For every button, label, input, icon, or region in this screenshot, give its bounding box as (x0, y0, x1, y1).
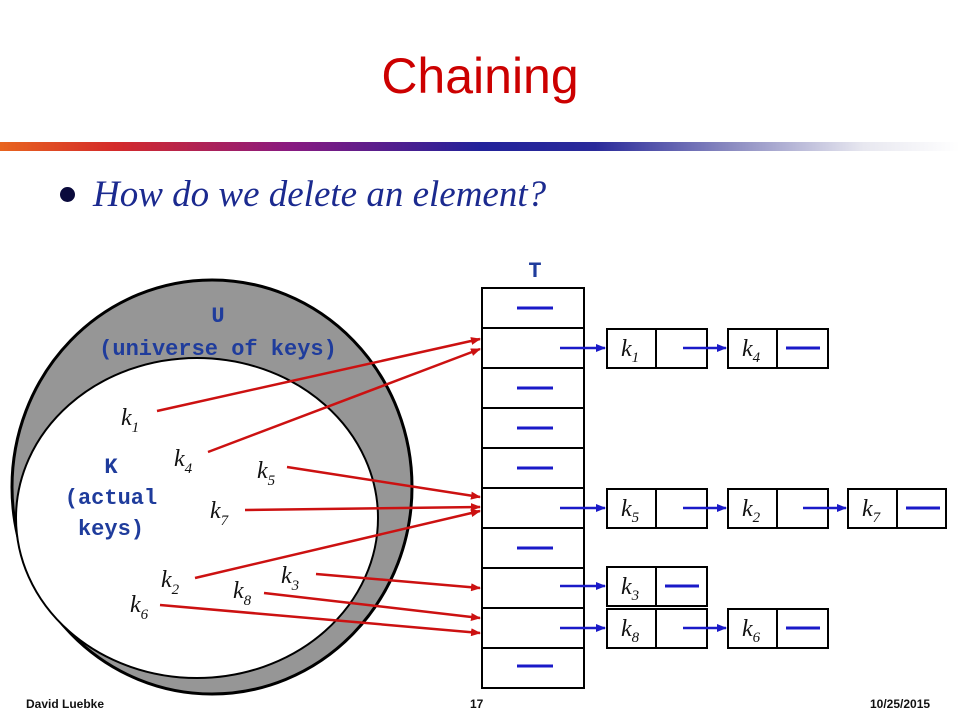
hash-arrow-k3 (315, 572, 481, 592)
actual-keys-label: K (104, 455, 118, 480)
bullet-text: How do we delete an element? (93, 173, 547, 215)
key-k3-label: k3 (281, 563, 299, 594)
table-label: T (528, 259, 541, 284)
hash-arrow-k1 (156, 337, 481, 413)
svg-text:k3: k3 (621, 574, 639, 604)
svg-text:k7: k7 (210, 498, 230, 529)
hash-arrow-k5 (286, 465, 481, 500)
title-divider (0, 142, 960, 151)
chain-key-label: k4 (742, 336, 761, 366)
hash-arrow-k2 (194, 509, 481, 580)
chain-key-label: k6 (742, 616, 761, 646)
svg-text:k5: k5 (621, 496, 640, 526)
svg-text:k8: k8 (621, 616, 640, 646)
svg-text:k2: k2 (161, 567, 180, 598)
hash-arrow-k8 (263, 591, 481, 621)
key-k7-label: k7 (210, 498, 230, 529)
key-k8-label: k8 (233, 578, 252, 609)
svg-text:k4: k4 (174, 446, 193, 477)
svg-text:k3: k3 (281, 563, 299, 594)
chain-key-label: k8 (621, 616, 640, 646)
table-slot-7 (481, 567, 585, 609)
footer-date: 10/25/2015 (870, 697, 931, 711)
hash-arrow-k4 (207, 347, 481, 454)
chain-key-label: k1 (621, 336, 639, 366)
svg-text:k6: k6 (130, 592, 149, 623)
svg-text:k1: k1 (621, 336, 639, 366)
actual-keys-description-2: keys) (78, 517, 144, 542)
table-slot-9 (481, 647, 585, 689)
chain-key-label: k2 (742, 496, 761, 526)
actual-keys-set (15, 357, 379, 679)
svg-text:k6: k6 (742, 616, 761, 646)
hash-arrow-k6 (159, 603, 481, 637)
svg-text:k2: k2 (742, 496, 761, 526)
key-k5-label: k5 (257, 458, 276, 489)
table-slot-6 (481, 527, 585, 569)
bullet-item: How do we delete an element? (60, 170, 546, 218)
chain-key-label: k5 (621, 496, 640, 526)
actual-keys-description-1: (actual (65, 486, 157, 511)
universe-label: U (211, 304, 224, 329)
key-k2-label: k2 (161, 567, 180, 598)
bullet-dot-icon (60, 186, 75, 202)
svg-text:k5: k5 (257, 458, 276, 489)
key-k1-label: k1 (121, 405, 139, 436)
key-k4-label: k4 (174, 446, 193, 477)
universe-description: (universe of keys) (99, 337, 337, 362)
svg-text:k8: k8 (233, 578, 252, 609)
svg-text:k1: k1 (121, 405, 139, 436)
hash-arrow-k7 (244, 503, 481, 512)
key-k6-label: k6 (130, 592, 149, 623)
svg-text:k7: k7 (862, 496, 882, 526)
chain-key-label: k3 (621, 574, 639, 604)
svg-text:k4: k4 (742, 336, 761, 366)
footer-page-number: 17 (470, 697, 484, 711)
chain-key-label: k7 (862, 496, 882, 526)
footer-author: David Luebke (26, 697, 105, 711)
slide-title: Chaining (381, 48, 579, 104)
